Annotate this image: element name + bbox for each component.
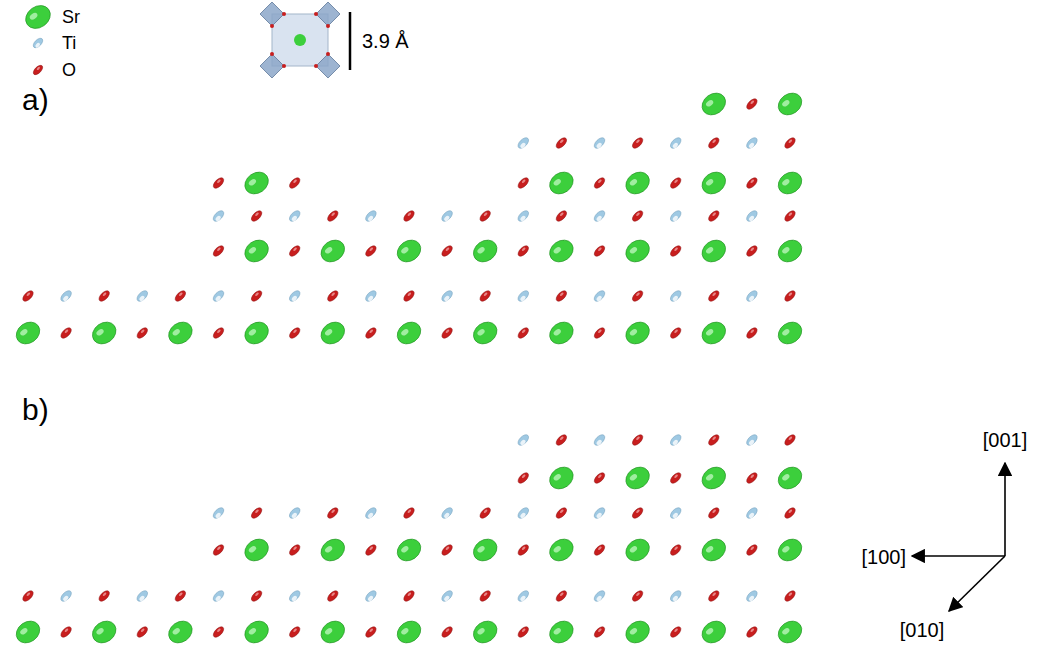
scale-bar: [349, 12, 352, 70]
legend-swatches: [21, 1, 55, 76]
legend-label: Ti: [62, 33, 76, 54]
panel-label: b): [22, 393, 49, 428]
legend-label: O: [62, 60, 76, 81]
legend-swatch: [32, 64, 45, 77]
axis-label: [010]: [900, 619, 944, 642]
panel-label: a): [22, 83, 49, 118]
atom-lattice: [12, 89, 806, 648]
axis-label: [100]: [862, 546, 906, 569]
legend-label: Sr: [62, 7, 80, 28]
axis-label: [001]: [983, 429, 1027, 452]
scale-label: 3.9 Å: [362, 30, 409, 53]
legend-swatch: [21, 1, 55, 33]
unit-cell-icon: [260, 2, 340, 78]
legend-swatch: [32, 37, 45, 50]
axis-arrows: [912, 463, 1005, 611]
